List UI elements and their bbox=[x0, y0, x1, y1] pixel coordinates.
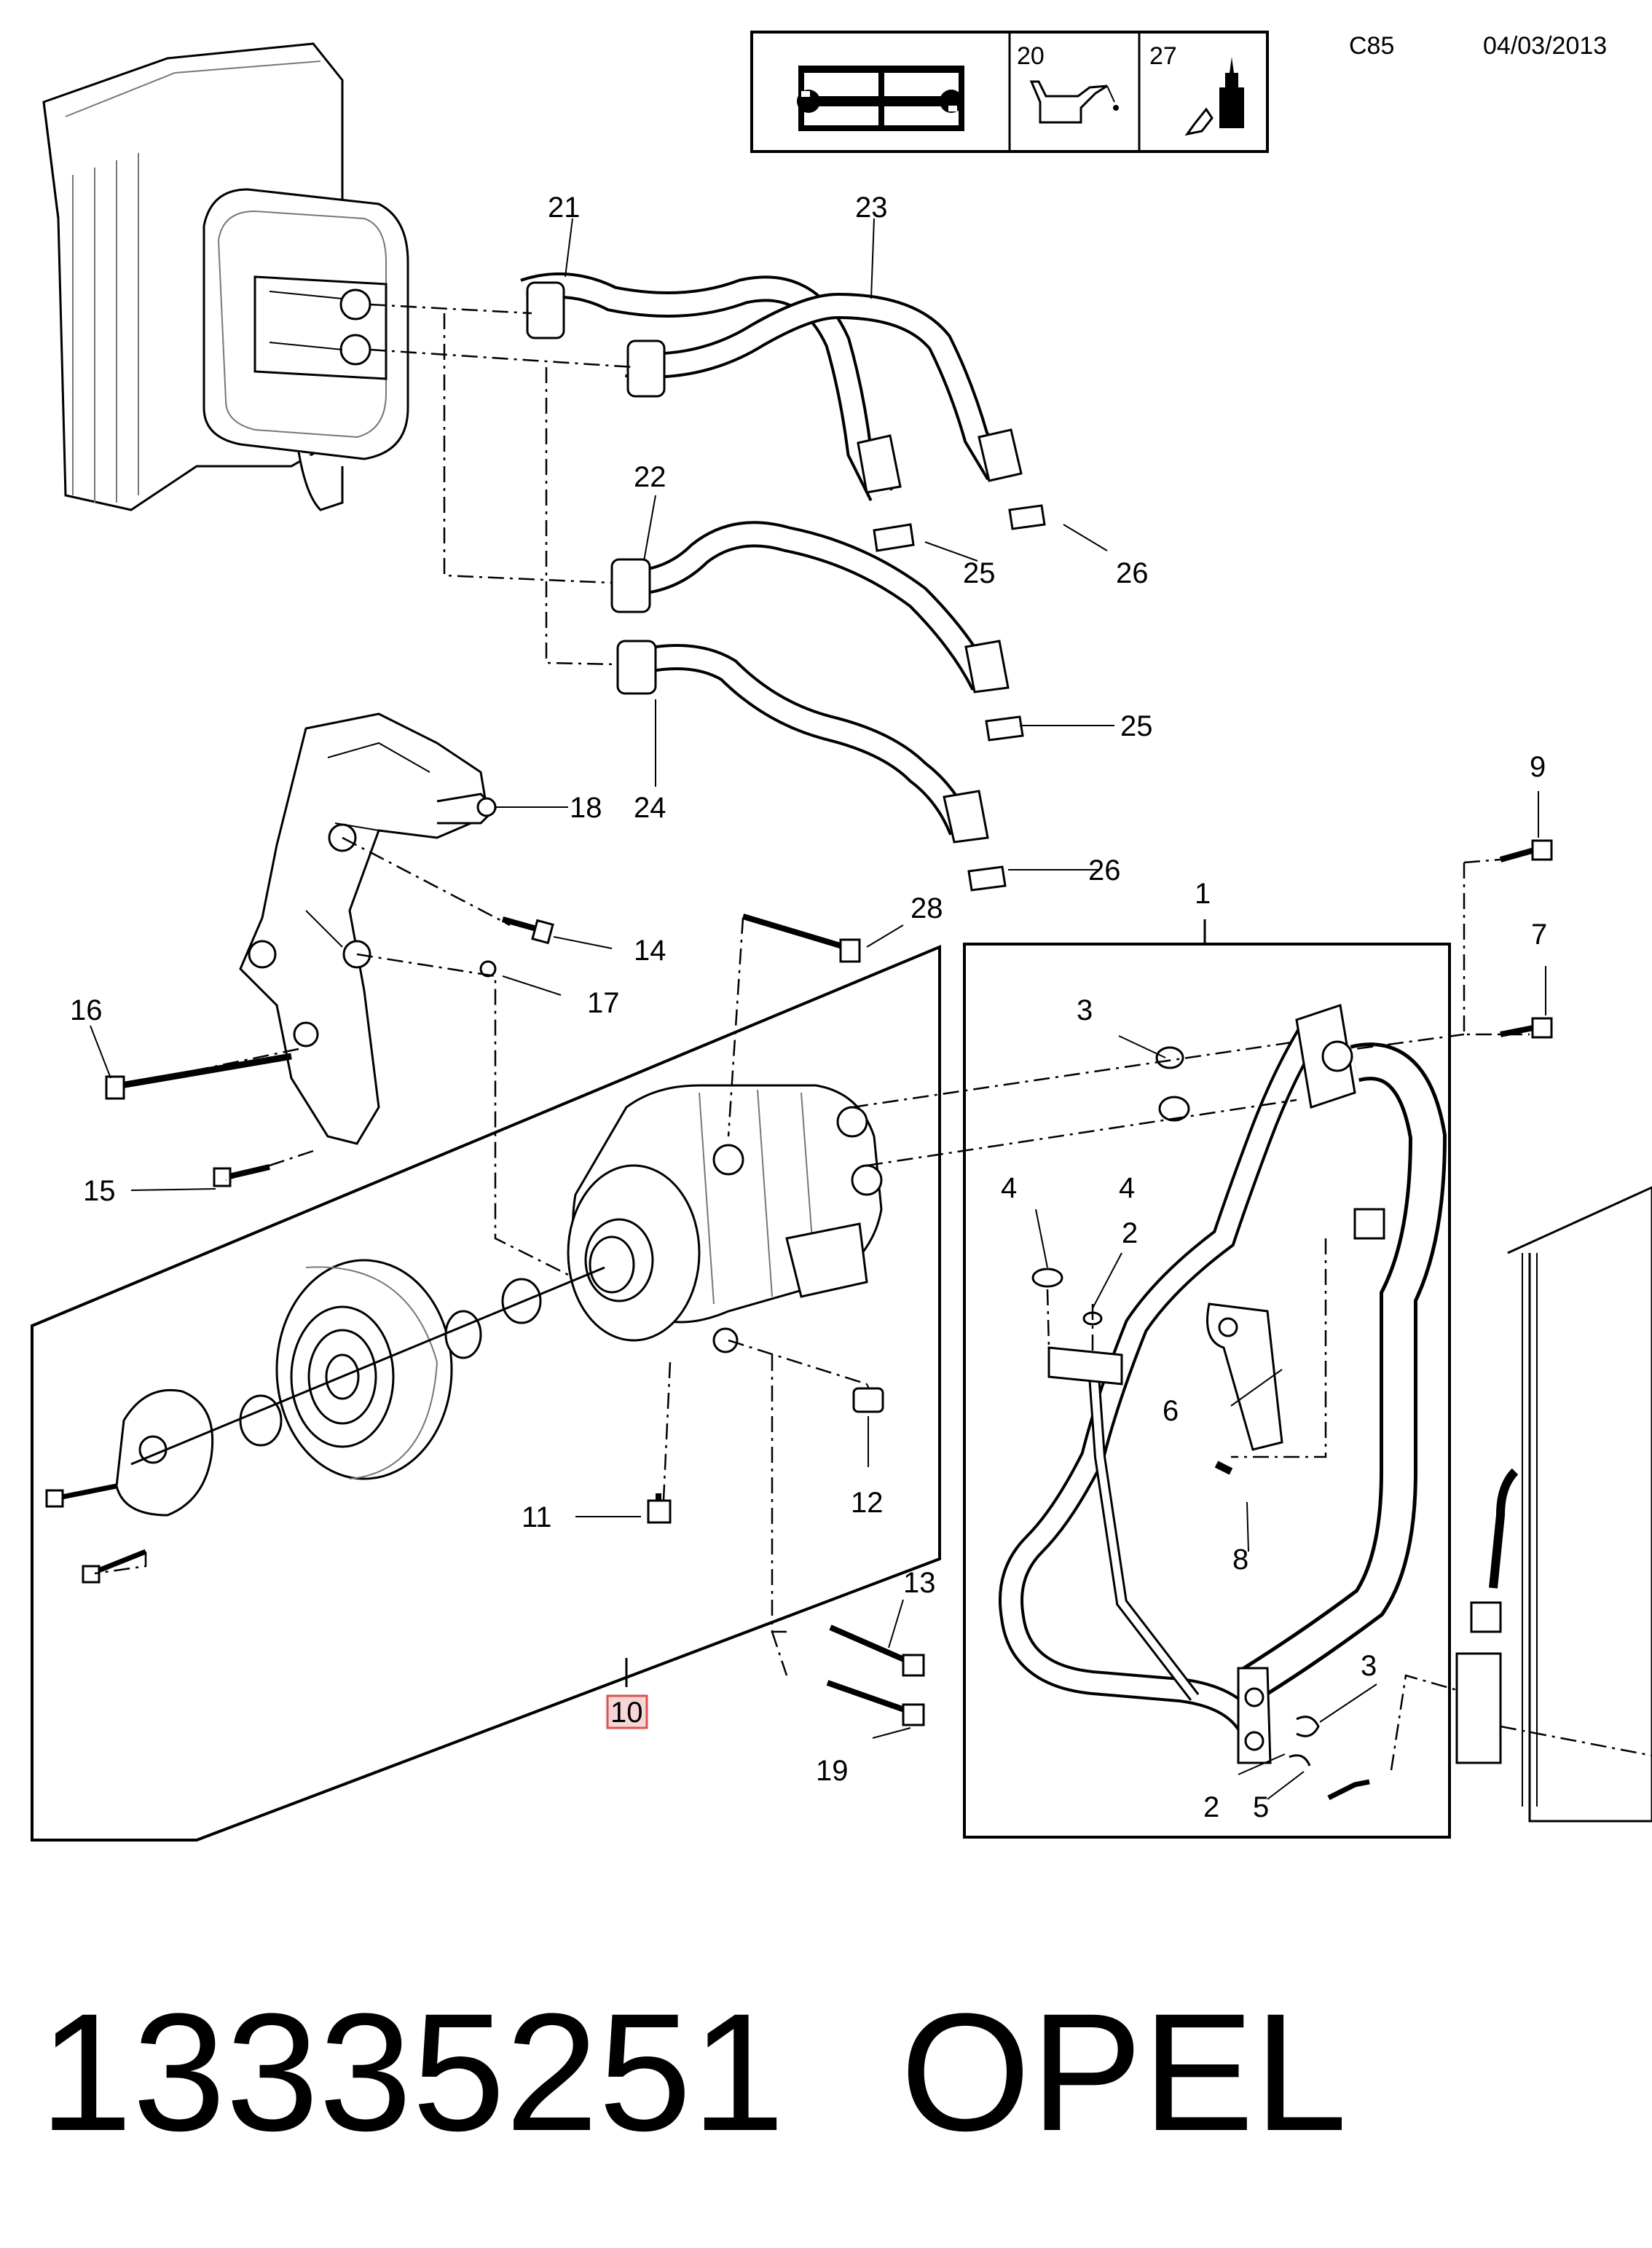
callout-11[interactable]: 11 bbox=[522, 1501, 552, 1533]
callout-21[interactable]: 21 bbox=[548, 192, 581, 224]
callout-25-bottom[interactable]: 25 bbox=[1120, 710, 1153, 742]
callout-18[interactable]: 18 bbox=[570, 792, 602, 824]
callout-10[interactable]: 10 bbox=[610, 1697, 643, 1729]
callout-2-top[interactable]: 2 bbox=[1122, 1217, 1138, 1249]
bolt-28 bbox=[742, 913, 861, 963]
callout-6[interactable]: 6 bbox=[1163, 1395, 1179, 1427]
header-icon-box: 20 27 bbox=[750, 31, 1269, 153]
callout-4-left[interactable]: 4 bbox=[1001, 1172, 1017, 1204]
connection-lines-compressor bbox=[94, 917, 868, 1676]
callout-12[interactable]: 12 bbox=[851, 1487, 884, 1519]
callout-26-top[interactable]: 26 bbox=[1116, 557, 1149, 589]
heater-hoses-lower bbox=[610, 521, 1010, 844]
diagram-date: 04/03/2013 bbox=[1483, 32, 1607, 60]
callout-8[interactable]: 8 bbox=[1232, 1544, 1248, 1576]
callout-5[interactable]: 5 bbox=[1253, 1791, 1269, 1823]
hose-assembly-frame bbox=[963, 919, 1451, 1839]
compressor-clutch bbox=[45, 1259, 542, 1584]
assembly-bolts bbox=[1463, 839, 1553, 1039]
callout-17[interactable]: 17 bbox=[587, 987, 620, 1019]
condenser bbox=[1455, 1186, 1652, 1823]
connection-lines-assembly bbox=[851, 862, 1530, 1771]
part-number: 13335251 bbox=[39, 1978, 784, 2166]
callout-2-bottom[interactable]: 2 bbox=[1203, 1791, 1219, 1823]
callout-7[interactable]: 7 bbox=[1531, 919, 1547, 951]
connection-lines-bracket bbox=[123, 836, 569, 1276]
manual-wrench-icon bbox=[797, 66, 964, 131]
hvac-housing bbox=[42, 42, 409, 511]
ac-compressor bbox=[567, 1084, 883, 1353]
hose-clamps bbox=[873, 504, 1046, 892]
connection-lines-top bbox=[369, 303, 634, 666]
ac-lines-assembly bbox=[999, 1004, 1447, 1801]
heater-hoses-upper bbox=[520, 272, 1023, 502]
oil-icon-label: 20 bbox=[1017, 42, 1045, 70]
callout-4-right[interactable]: 4 bbox=[1119, 1172, 1135, 1204]
callout-3-bottom[interactable]: 3 bbox=[1361, 1650, 1377, 1682]
callout-28[interactable]: 28 bbox=[910, 892, 943, 924]
callout-14[interactable]: 14 bbox=[634, 935, 666, 967]
callout-24[interactable]: 24 bbox=[634, 792, 666, 824]
callout-25-top[interactable]: 25 bbox=[963, 557, 996, 589]
callout-15[interactable]: 15 bbox=[83, 1175, 116, 1207]
callout-13[interactable]: 13 bbox=[903, 1567, 936, 1599]
callout-labels: 1 2 2 3 3 4 4 5 6 7 8 9 10 11 12 13 14 1… bbox=[70, 192, 1547, 1823]
oil-can-icon bbox=[1029, 80, 1119, 124]
highlighted-callout-box[interactable] bbox=[606, 1694, 648, 1729]
compressor-bracket bbox=[239, 712, 497, 1145]
callout-9[interactable]: 9 bbox=[1530, 751, 1546, 783]
callout-leaders bbox=[90, 218, 1546, 1800]
callout-3-top[interactable]: 3 bbox=[1077, 994, 1093, 1026]
callout-19[interactable]: 19 bbox=[816, 1755, 849, 1787]
diagram-code: C85 bbox=[1349, 32, 1394, 60]
lubricant-bottle-icon bbox=[1184, 57, 1244, 136]
callout-1[interactable]: 1 bbox=[1195, 878, 1211, 910]
callout-16[interactable]: 16 bbox=[70, 994, 103, 1026]
compressor-bolts bbox=[647, 1383, 925, 1726]
callout-23[interactable]: 23 bbox=[855, 192, 888, 224]
callout-26-bottom[interactable]: 26 bbox=[1088, 854, 1121, 887]
callout-22[interactable]: 22 bbox=[634, 461, 666, 493]
brand-name: OPEL bbox=[900, 1978, 1348, 2166]
compressor-frame bbox=[31, 944, 941, 1842]
lubricant-icon-label: 27 bbox=[1149, 42, 1177, 70]
